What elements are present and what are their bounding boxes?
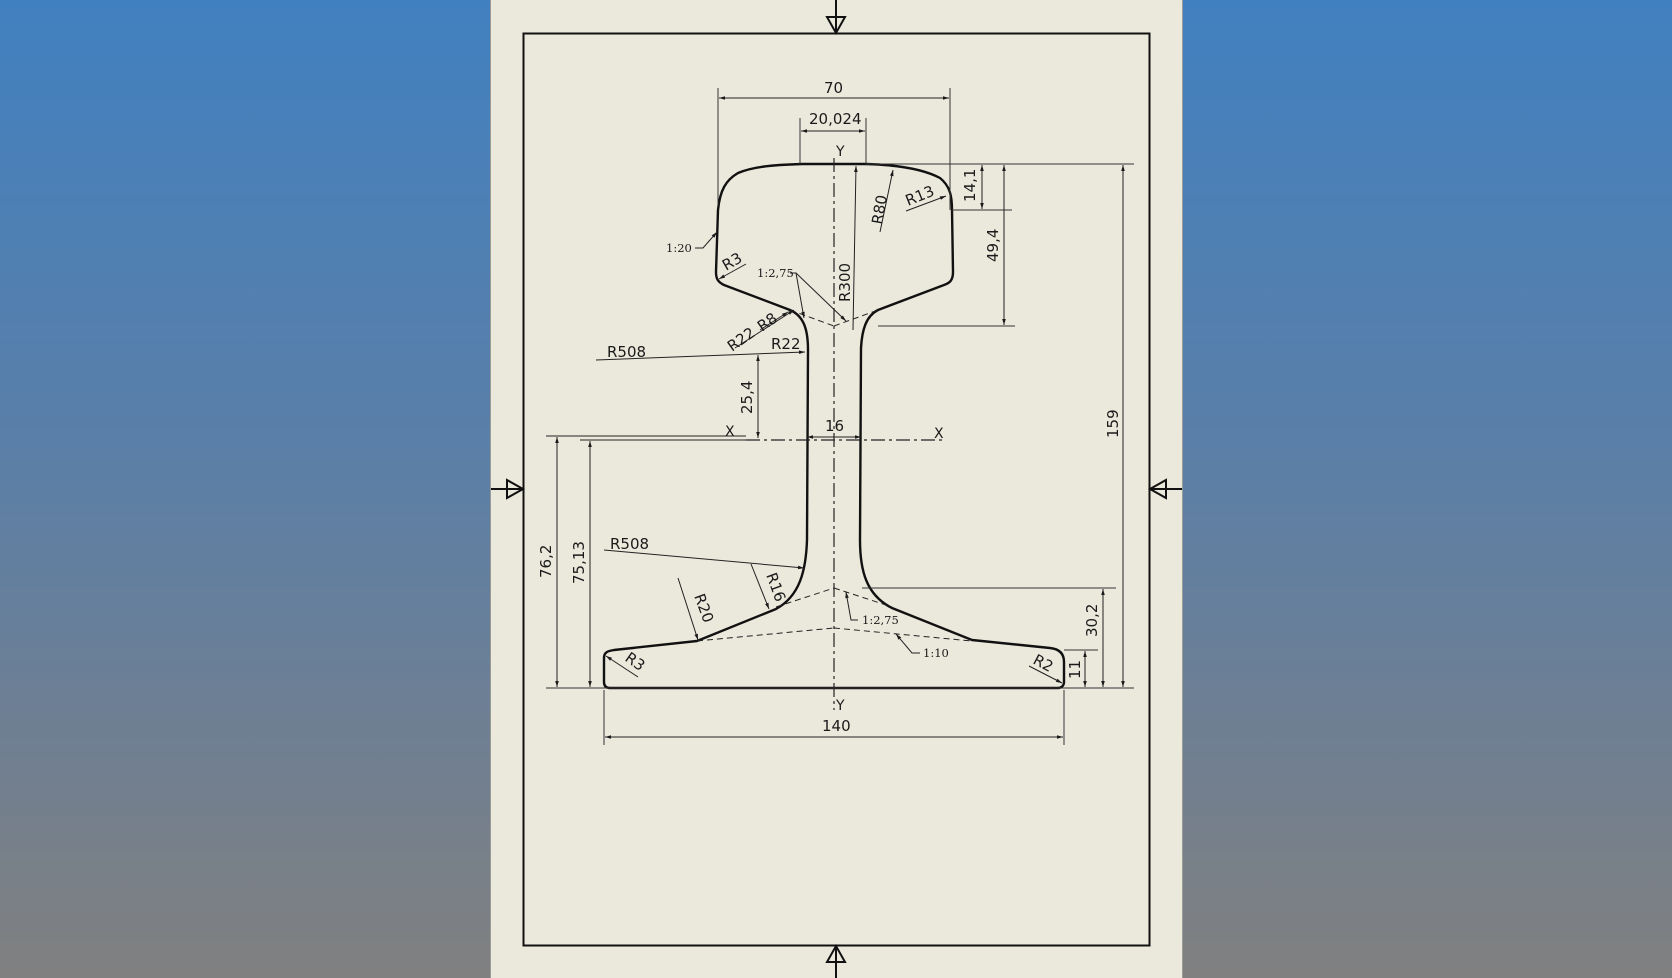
radius-head-lower-corner: R3 <box>719 249 745 275</box>
slope-foot-lower: 1:10 <box>923 646 949 660</box>
radius-web-upper: R508 <box>607 343 646 361</box>
dim-foot-slope-height: 30,2 <box>1083 604 1101 637</box>
dim-head-side-height: 14,1 <box>961 169 979 202</box>
dim-crown-flat: 20,024 <box>809 110 862 128</box>
slope-head-side: 1:20 <box>666 241 692 255</box>
radius-foot-transition: R20 <box>690 591 717 625</box>
dim-head-height: 49,4 <box>984 229 1002 262</box>
drawing-frame <box>522 32 1151 947</box>
dim-axis-height-b: 75,13 <box>570 541 588 584</box>
radius-web-lower: R508 <box>610 535 649 553</box>
radius-foot-right-corner: R2 <box>1030 651 1056 676</box>
construction-lines <box>696 309 973 642</box>
radius-head-fillet-b: R22 <box>771 335 801 353</box>
center-mark-top-icon <box>825 0 847 36</box>
x-axis-label-right: X <box>934 426 944 442</box>
radius-head-fillet-small: R8 <box>754 309 781 335</box>
center-mark-right-icon <box>1147 478 1182 500</box>
center-mark-bottom-icon <box>825 943 847 978</box>
y-axis-label-bottom: Y <box>835 698 845 714</box>
radius-foot-left-corner: R3 <box>622 649 649 675</box>
radius-foot-fillet: R16 <box>762 570 789 604</box>
slope-head-underside: 1:2,75 <box>757 266 794 280</box>
dim-foot-edge-height: 11 <box>1066 660 1084 679</box>
dim-web-thickness: 16 <box>825 417 844 435</box>
x-axis-label-left: X <box>725 424 735 440</box>
dim-axis-height-a: 76,2 <box>537 545 555 578</box>
dim-total-height: 159 <box>1104 409 1122 438</box>
dim-axis-to-fillet: 25,4 <box>738 381 756 414</box>
slope-foot-upper: 1:2,75 <box>862 613 899 627</box>
dim-foot-width: 140 <box>822 717 851 735</box>
radius-head-fillet-a: R22 <box>724 324 759 356</box>
dim-head-width: 70 <box>824 79 843 97</box>
radius-crown-side: R80 <box>868 194 891 226</box>
radius-crown: R300 <box>836 263 854 302</box>
center-mark-left-icon <box>491 478 526 500</box>
y-axis-label-top: Y <box>835 144 845 160</box>
